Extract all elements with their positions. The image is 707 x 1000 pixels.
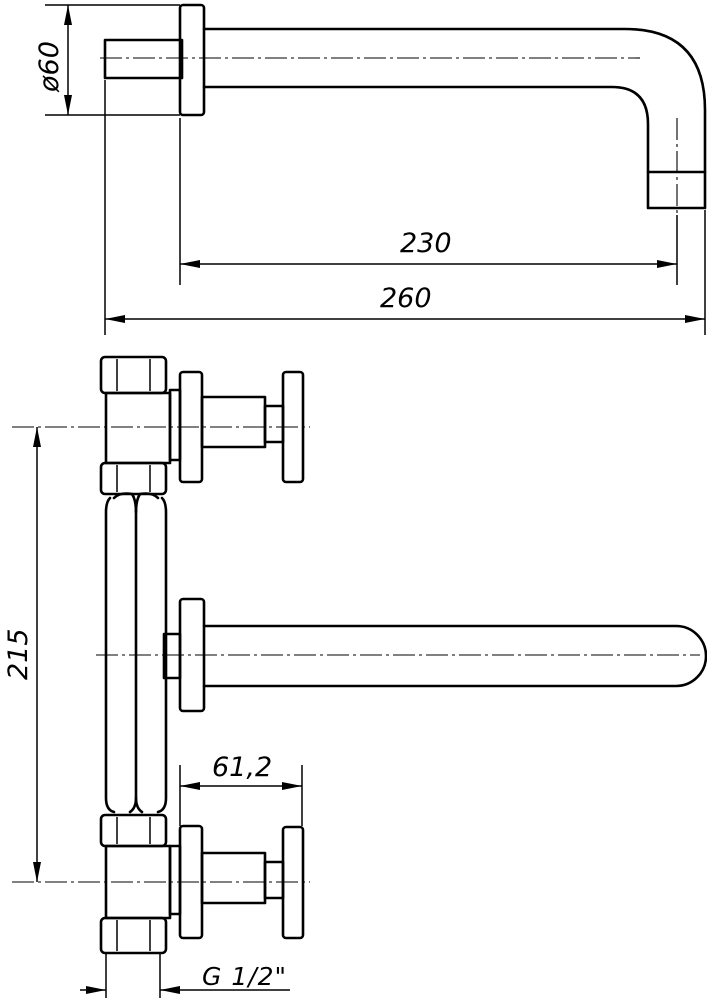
handle-offset-dimension: 61,2 — [179, 752, 303, 826]
upper-stem — [200, 395, 267, 449]
lower-stem — [200, 851, 267, 905]
diameter-dimension: ø60 — [34, 4, 180, 116]
overall-depth-dimension: 260 — [104, 80, 706, 335]
upper-lower-hex-nut — [99, 461, 168, 496]
wall-pipe-stub — [103, 38, 184, 80]
connecting-pipe — [104, 492, 168, 814]
center-distance-dimension: 215 — [3, 427, 41, 882]
side-view — [100, 3, 707, 215]
front-view — [12, 355, 707, 955]
upper-valve-body — [104, 391, 172, 465]
front-spout — [96, 597, 707, 713]
lower-valve — [12, 813, 310, 955]
upper-valve — [12, 355, 310, 496]
upper-stem-neck — [263, 404, 285, 444]
spout-tube — [202, 624, 707, 688]
handle-offset-label: 61,2 — [212, 752, 272, 783]
center-distance-label: 215 — [3, 628, 34, 680]
spout-reach-label: 230 — [400, 228, 452, 259]
overall-depth-label: 260 — [380, 283, 432, 314]
side-flange — [178, 3, 206, 117]
thread-label: G 1/2" — [202, 962, 287, 991]
thread-dimension: G 1/2" — [80, 953, 290, 998]
spout-inner — [202, 85, 650, 174]
lower-hex-nut — [99, 916, 168, 955]
lower-stem-neck — [263, 860, 285, 900]
lower-upper-hex-nut — [99, 813, 168, 848]
diameter-label: ø60 — [34, 41, 65, 93]
spout-outer — [202, 27, 707, 174]
spout-reach-dimension: 230 — [179, 118, 678, 285]
lower-flange-spacer — [168, 844, 182, 916]
upper-flange-spacer — [168, 388, 182, 462]
upper-hex-nut — [99, 355, 168, 395]
